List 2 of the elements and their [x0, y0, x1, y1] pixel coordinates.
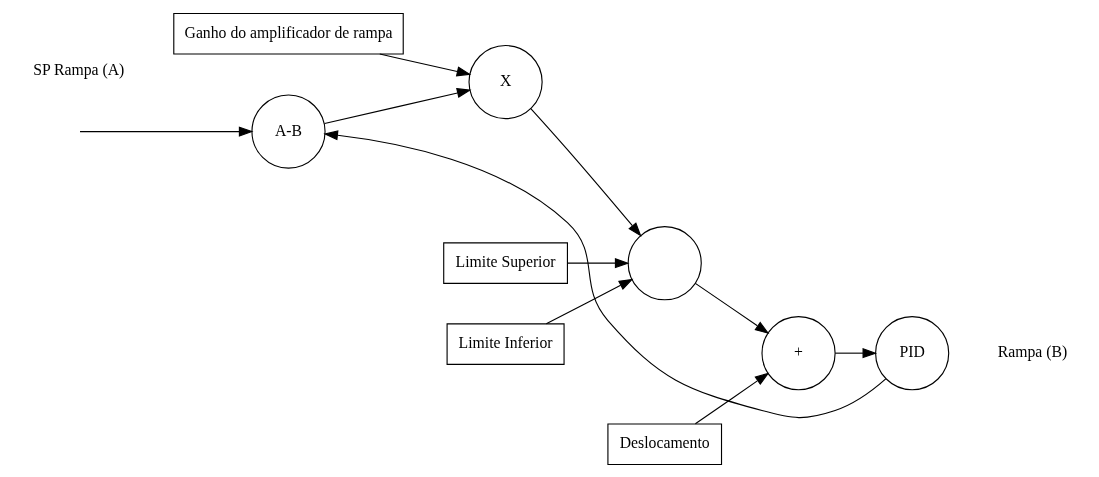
label: SP Rampa (A) — [32, 60, 124, 78]
label: Rampa (B) — [997, 342, 1067, 360]
